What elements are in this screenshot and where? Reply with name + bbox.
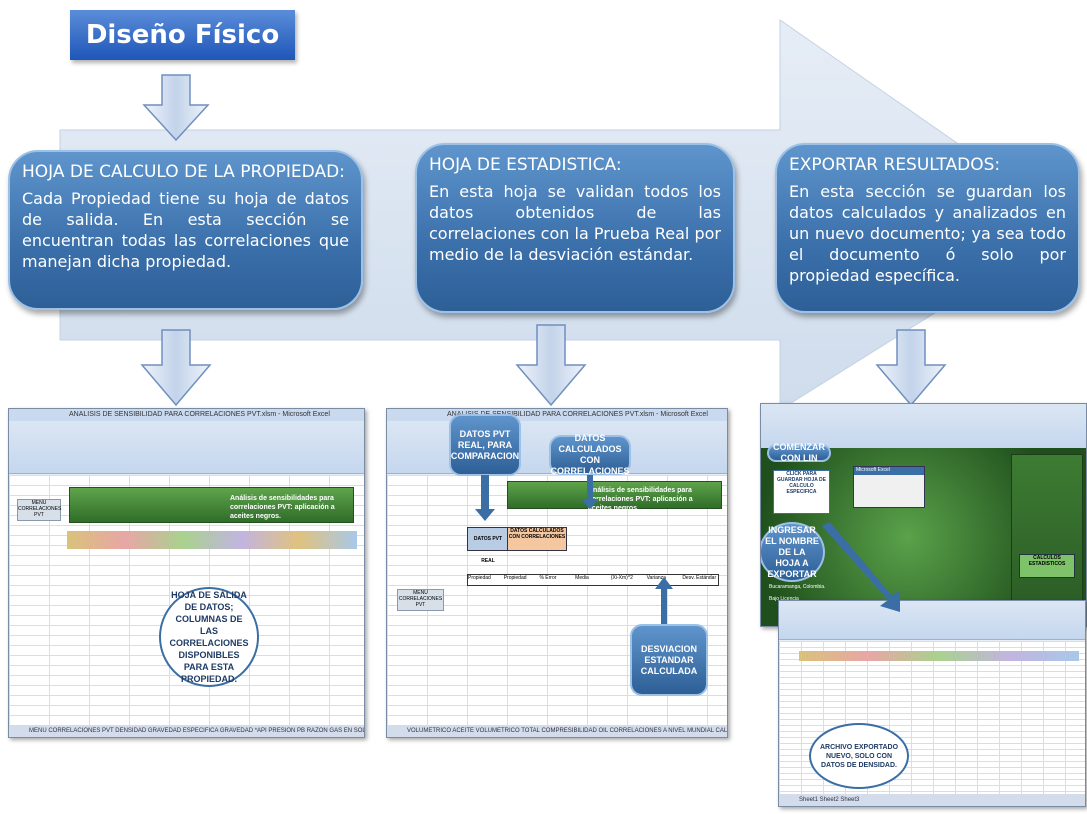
callout-enter-name: INGRESAR EL NOMBRE DE LA HOJA A EXPORTAR [761, 522, 825, 582]
col-label: Propiedad [503, 575, 527, 581]
excel-ribbon [9, 421, 364, 474]
column-2-body: En esta hoja se validan todos los datos … [429, 182, 721, 264]
page-title: Diseño Físico [70, 10, 295, 60]
column-2-box: HOJA DE ESTADISTICA: En esta hoja se val… [415, 143, 735, 313]
window-title: ANALISIS DE SENSIBILIDAD PARA CORRELACIO… [9, 409, 364, 421]
col-label: Desv. Estándar [682, 575, 717, 581]
column-1-body: Cada Propiedad tiene su hoja de datos de… [22, 189, 349, 271]
right-panel [1011, 454, 1083, 621]
dialog: Microsoft Excel [853, 466, 925, 508]
table-head-real: DATOS PVT REAL [467, 527, 509, 564]
callout-real-data: DATOS PVT REAL, PARA COMPARACION [449, 414, 521, 476]
column-3-box: EXPORTAR RESULTADOS: En esta sección se … [775, 143, 1080, 313]
col-label: Media [575, 575, 589, 581]
stats-button[interactable]: CALCULOS ESTADISTICOS [1019, 554, 1075, 578]
down-arrow-col2 [515, 324, 587, 407]
callout-arrows [475, 475, 673, 624]
column-3-body: En esta sección se guardan los datos cal… [789, 182, 1066, 285]
menu-button[interactable]: MENU CORRELACIONES PVT [397, 589, 444, 611]
column-2-heading: HOJA DE ESTADISTICA: [429, 155, 622, 175]
col-label: Propiedad [468, 575, 491, 581]
down-arrow-col1 [140, 329, 212, 407]
sheet-tabs[interactable]: Sheet1 Sheet2 Sheet3 [779, 794, 1085, 806]
callout-start: COMENZAR CON LIN [767, 442, 831, 463]
column-3-heading: EXPORTAR RESULTADOS: [789, 155, 1001, 175]
header-band [67, 531, 357, 549]
column-1-box: HOJA DE CALCULO DE LA PROPIEDAD: Cada Pr… [8, 150, 363, 310]
callout-bubble: HOJA DE SALIDA DE DATOS; COLUMNAS DE LAS… [159, 587, 259, 687]
callout-bubble: ARCHIVO EXPORTADO NUEVO, SOLO CON DATOS … [809, 723, 909, 789]
license-text: Bajo Licencia [769, 596, 799, 602]
location-text: Bucaramanga, Colombia. [769, 584, 826, 590]
sheet-tabs[interactable]: VOLUMETRICO ACEITE VOLUMETRICO TOTAL COM… [387, 725, 727, 737]
column-1-heading: HOJA DE CALCULO DE LA PROPIEDAD: [22, 162, 345, 182]
green-banner: Análisis de sensibilidades para correlac… [69, 487, 354, 523]
excel-ribbon [779, 601, 1085, 640]
dialog-title: Microsoft Excel [854, 467, 924, 475]
excel-screenshot-property-sheet: ANALISIS DE SENSIBILIDAD PARA CORRELACIO… [8, 408, 365, 738]
table-head-calc: DATOS CALCULADOS CON CORRELACIONES [507, 527, 567, 551]
down-arrow-title [142, 74, 210, 142]
menu-button[interactable]: MENU CORRELACIONES PVT [17, 499, 61, 521]
col-label: Varianza [646, 575, 666, 581]
callout-click-save: CLICK PARA GUARDAR HOJA DE CALCULO ESPEC… [773, 470, 830, 514]
table-columns: Propiedad Propiedad % Error Media (Xi-Xm… [467, 574, 719, 586]
green-banner: Análisis de sensibilidades para correlac… [507, 481, 722, 512]
excel-screenshot-statistics: ANALISIS DE SENSIBILIDAD PARA CORRELACIO… [386, 408, 728, 738]
callout-calculated: DATOS CALCULADOS CON CORRELACIONES [549, 433, 631, 476]
excel-screenshot-export: CALCULOS ESTADISTICOS Microsoft Excel Bu… [760, 403, 1087, 627]
col-label: (Xi-Xm)^2 [610, 575, 633, 581]
down-arrow-col3 [875, 329, 947, 407]
callout-std-dev: DESVIACION ESTANDAR CALCULADA [630, 624, 708, 696]
sheet-tabs[interactable]: MENU CORRELACIONES PVT DENSIDAD GRAVEDAD… [9, 725, 364, 737]
col-label: % Error [539, 575, 557, 581]
header-band [799, 651, 1079, 661]
excel-screenshot-exported-file: ARCHIVO EXPORTADO NUEVO, SOLO CON DATOS … [778, 600, 1086, 807]
